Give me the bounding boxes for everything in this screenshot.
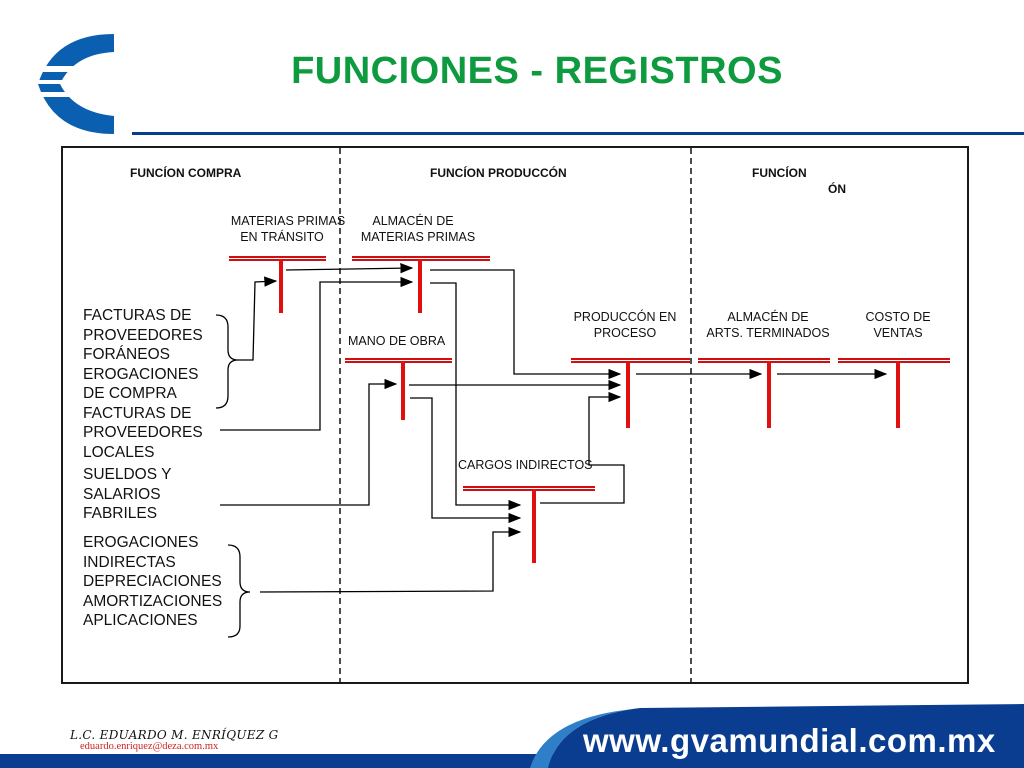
header-funcion-3: FUNCÍON — [752, 166, 807, 180]
arrow-transito-almacen — [285, 262, 414, 274]
source-line: DE COMPRA — [83, 385, 177, 402]
source-line: FORÁNEOS — [83, 346, 170, 363]
source-indirectas: EROGACIONES INDIRECTAS DEPRECIACIONES AM… — [83, 533, 222, 631]
footer-band — [0, 704, 1024, 768]
footer-author: L.C. EDUARDO M. ENRÍQUEZ G — [70, 728, 279, 742]
label-line: MATERIAS PRIMAS — [230, 214, 346, 228]
arrow-compras-transito — [238, 276, 278, 361]
page-title: FUNCIONES - REGISTROS — [291, 50, 783, 92]
source-line: FACTURAS DE — [83, 307, 192, 324]
source-line: PROVEEDORES — [83, 326, 203, 344]
arrow-indirectas-cargos — [259, 526, 522, 593]
logo-c-shape — [30, 34, 134, 134]
source-line: EROGACIONES — [83, 365, 199, 383]
t-account-almacen-mp — [352, 256, 490, 313]
label-line: ALMACÉN DE — [372, 214, 454, 228]
label-line: PRODUCCÓN EN — [573, 310, 677, 324]
source-line: APLICACIONES — [83, 612, 198, 629]
company-logo — [30, 34, 134, 134]
label-materias-transito: MATERIAS PRIMAS EN TRÁNSITO — [218, 213, 358, 245]
source-facturas-foraneos: FACTURAS DE PROVEEDORES FORÁNEOS EROGACI… — [83, 306, 203, 462]
t-account-cargos-indirectos — [463, 486, 595, 563]
source-line: SALARIOS — [83, 485, 161, 503]
arrow-cargos-produccion — [540, 391, 625, 504]
label-line: PROCESO — [593, 326, 657, 340]
brace-compras — [215, 314, 239, 409]
brace-indirectas — [227, 544, 251, 638]
label-almacen-terminados: ALMACÉN DE ARTS. TERMINADOS — [696, 309, 840, 341]
footer-url[interactable]: www.gvamundial.com.mx — [583, 722, 996, 759]
t-account-costo-ventas — [838, 358, 950, 428]
arrow-sueldos-mano-obra — [220, 378, 398, 506]
arrow-almacen-cargos — [430, 282, 522, 511]
header-funcion-produccion: FUNCÍON PRODUCCÓN — [430, 166, 567, 180]
source-line: INDIRECTAS — [83, 553, 176, 571]
label-costo-ventas: COSTO DE VENTAS — [845, 309, 951, 341]
label-line: EN TRÁNSITO — [240, 230, 324, 244]
source-line: DEPRECIACIONES — [83, 573, 222, 590]
footer-email[interactable]: eduardo.enriquez@deza.com.mx — [80, 741, 219, 752]
source-line: PROVEEDORES — [83, 424, 203, 441]
source-line: FACTURAS DE — [83, 404, 192, 422]
label-mano-obra: MANO DE OBRA — [348, 334, 446, 348]
arrow-mano-obra-cargos — [410, 397, 522, 524]
t-account-produccion-proceso — [571, 358, 690, 428]
source-sueldos: SUELDOS Y SALARIOS FABRILES — [83, 465, 171, 524]
label-cargos-indirectos: CARGOS INDIRECTOS — [458, 458, 593, 472]
source-line: SUELDOS Y — [83, 466, 172, 483]
header-funcion-3-line2: ÓN — [828, 182, 846, 196]
source-line: LOCALES — [83, 443, 155, 461]
source-line: AMORTIZACIONES — [83, 592, 223, 610]
t-account-materias-transito — [229, 256, 326, 313]
arrow-locales-almacen — [220, 276, 414, 431]
label-line: MATERIAS PRIMAS — [360, 230, 476, 244]
arrow-almacen-produccion — [430, 269, 622, 380]
title-underline — [132, 132, 1024, 135]
t-account-almacen-terminados — [698, 358, 830, 428]
t-account-mano-obra — [345, 358, 452, 420]
source-line: EROGACIONES — [83, 534, 199, 551]
label-line: COSTO DE — [865, 310, 931, 324]
diagram-frame — [61, 146, 969, 684]
header-funcion-compra: FUNCÍON COMPRA — [130, 166, 242, 180]
label-line: VENTAS — [873, 326, 923, 340]
label-almacen-mp: ALMACÉN DE MATERIAS PRIMAS — [348, 213, 488, 245]
label-line: ARTS. TERMINADOS — [706, 326, 830, 340]
label-line: ALMACÉN DE — [727, 310, 809, 324]
label-produccion-proceso: PRODUCCÓN EN PROCESO — [560, 309, 690, 341]
source-line: FABRILES — [83, 505, 158, 522]
